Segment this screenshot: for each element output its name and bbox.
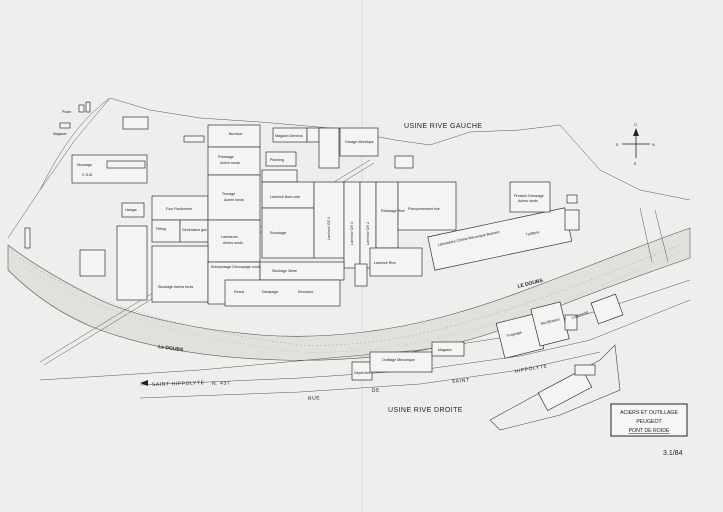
- compass: O N E S: [616, 123, 655, 166]
- label-hangar: Hangar: [125, 208, 138, 212]
- label-forgeage: Forgeage: [506, 330, 522, 338]
- title-line1: ACIERS ET OUTILLAGE: [620, 410, 678, 416]
- label-laminoir-1: Laminoir CR 4: [327, 217, 331, 240]
- label-polissage-rive: Polissage Rive: [381, 209, 405, 213]
- left-bank-buildings: [151, 124, 580, 307]
- title-line2: PEUGEOT: [636, 419, 662, 425]
- label-magasin: Magasin: [53, 132, 67, 136]
- label-decapage: Décapage: [262, 290, 278, 294]
- label-polissage-sub: Aciers ronds: [220, 161, 240, 165]
- street-saint-hippolyte: SAINT HIPPOLYTE: [152, 380, 205, 388]
- right-bank-buildings: [351, 293, 624, 412]
- label-finishing: Fitting: [156, 227, 166, 231]
- label-recuit: Recuit: [234, 290, 244, 294]
- street-de: DE: [372, 387, 381, 394]
- label-bureaux: Bureaux: [229, 132, 243, 136]
- label-emoulure: Emoulure: [298, 290, 313, 294]
- label-pressee: Pressée Dressage: [514, 194, 544, 198]
- river-label-lower: Le DOUBS: [158, 344, 185, 354]
- zone-left-bank: USINE RIVE GAUCHE: [404, 123, 482, 130]
- label-generateur: Générateur gaz: [182, 228, 207, 232]
- label-four-roulement: Four Roulement: [166, 207, 192, 211]
- label-ecroutage: Ecroutage: [270, 231, 286, 235]
- label-tronage: Tronage: [222, 192, 235, 196]
- building-labels-right: Outillage Mécanique Magasin Dépôt fers F…: [354, 310, 589, 375]
- compass-s: E: [634, 162, 637, 166]
- left-small-structures: [24, 101, 149, 301]
- label-pressee-sub: Aciers ronds: [518, 199, 538, 203]
- zone-right-bank: USINE RIVE DROITE: [388, 407, 463, 414]
- compass-n: O: [634, 123, 637, 127]
- label-planning: Planning: [270, 158, 284, 162]
- label-laminoir-3: Laminoir CR 2: [366, 222, 370, 245]
- label-tronage-sub: Aciers ronds: [224, 198, 244, 202]
- sheet-number: 3.1/84: [663, 450, 683, 457]
- compass-e: N: [652, 143, 655, 147]
- label-garage-electrique: Garage électrique: [345, 140, 374, 144]
- title-box: ACIERS ET OUTILLAGE PEUGEOT PONT DE ROID…: [610, 403, 688, 437]
- label-stockage: Stockage: [77, 163, 92, 167]
- street-hippolyte: HIPPOLYTE: [514, 363, 548, 375]
- compass-w: S: [616, 143, 619, 147]
- street-rue: RUE: [308, 395, 321, 402]
- label-laminoir-bom: Laminoir Bom cote: [270, 195, 300, 199]
- label-entrepose: Entreposage Découpage ronds: [211, 265, 261, 269]
- label-laminoir-2: Laminoir CR 3: [350, 222, 354, 245]
- label-poinconnement: Poinçonnement rive: [408, 207, 440, 211]
- label-rectification: Rectification: [540, 317, 560, 326]
- label-outillage: Outillage Mécanique: [382, 358, 415, 362]
- label-magasin-droite: Magasin: [438, 348, 452, 352]
- label-laminoir-rive: Laminoir Rive: [374, 261, 396, 265]
- label-depot: Dépôt fers: [354, 371, 371, 375]
- label-lamineurs-sub: Aciers ronds: [223, 241, 243, 245]
- river-doubs: [7, 227, 691, 361]
- street-labels: SAINT HIPPOLYTE N. 437 RUE DE SAINT HIPP…: [140, 363, 548, 402]
- label-polissage: Polissage: [218, 155, 234, 159]
- label-lamineurs: Lamineurs: [221, 235, 238, 239]
- street-n437: N. 437: [212, 380, 231, 387]
- title-line3: PONT DE ROIDE: [629, 428, 670, 434]
- label-magasin-general: Magasin Général: [275, 134, 303, 138]
- road-right: [639, 207, 669, 263]
- label-csm: C.S.M.: [82, 173, 93, 177]
- label-poste: Poste: [62, 110, 71, 114]
- label-trefilerie: Tréfilerie: [525, 230, 539, 237]
- label-logements: Logements: [571, 310, 589, 320]
- label-stockage-3: Stockage 3ème: [272, 269, 297, 273]
- label-stockage-barres: Stockage barres bruts: [158, 285, 193, 289]
- street-saint: SAINT: [452, 377, 470, 385]
